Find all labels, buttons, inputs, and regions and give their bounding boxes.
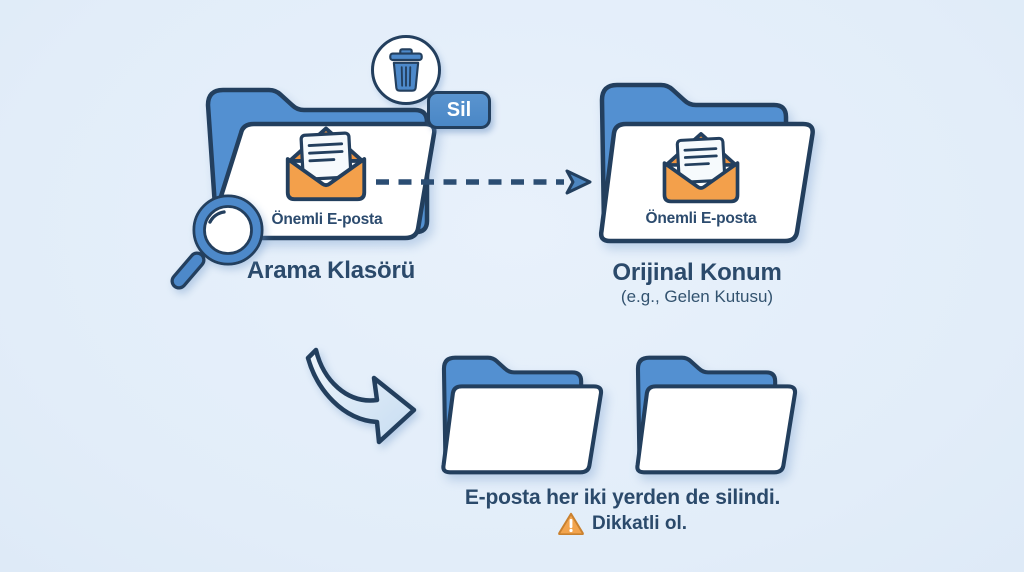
empty-folder-icon	[635, 355, 798, 475]
original-folder-subtitle: (e.g., Gelen Kutusu)	[620, 287, 774, 306]
original-folder-title: Orijinal Konum	[612, 259, 782, 286]
warning-icon	[558, 512, 584, 535]
delete-button[interactable]: Sil	[427, 91, 491, 129]
result-warning-label: Dikkatli ol.	[591, 512, 688, 534]
empty-folder-icon	[441, 355, 604, 475]
dashed-arrow-icon	[376, 169, 592, 195]
curved-arrow-icon	[305, 347, 417, 445]
search-folder-title: Arama Klasörü	[246, 257, 416, 284]
original-folder-email-label: Önemli E-posta	[645, 210, 757, 227]
search-folder-email-label: Önemli E-posta	[271, 211, 383, 228]
delete-button-label: Sil	[446, 98, 472, 121]
trash-icon	[389, 48, 423, 92]
trash-badge	[371, 35, 441, 105]
email-envelope-icon	[285, 126, 367, 202]
search-icon	[170, 194, 264, 290]
email-envelope-icon	[662, 132, 740, 204]
result-warning-row: Dikkatli ol.	[400, 512, 845, 535]
result-caption: E-posta her iki yerden de silindi.	[464, 486, 781, 509]
